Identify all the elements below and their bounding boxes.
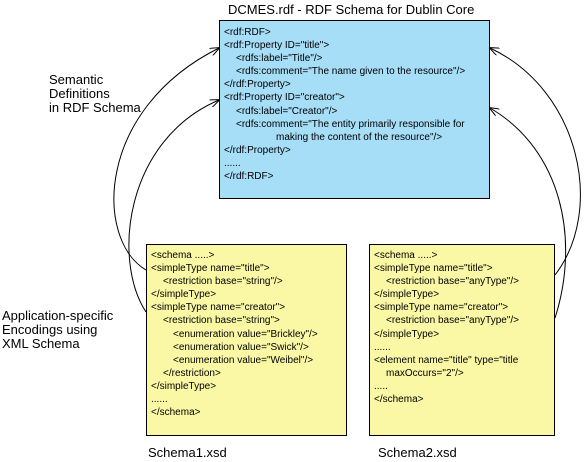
schema1-line: <enumeration value="Swick"/> xyxy=(173,341,309,353)
semantic-definitions-label-line-1: Semantic xyxy=(49,72,104,87)
schema2-line: <simpleType name="creator"> xyxy=(374,302,509,314)
schema2-filename: Schema2.xsd xyxy=(378,445,457,460)
rdf-line: ...... xyxy=(224,157,241,169)
schema2-line: </schema> xyxy=(374,394,424,406)
rdf-line: <rdfs:label="Title"/> xyxy=(236,53,323,65)
semantic-definitions-label-line-3: in RDF Schema xyxy=(49,100,141,115)
rdf-line: </rdf:RDF> xyxy=(224,171,274,183)
semantic-definitions-label-line-2: Definitions xyxy=(49,86,110,101)
schema1-line: </restriction> xyxy=(163,367,221,379)
schema2-line: ...... xyxy=(374,341,391,353)
schema2-creator-arrow xyxy=(490,108,567,319)
rdf-line: <rdfs:comment="The entity primarily resp… xyxy=(236,118,465,130)
schema1-line: ...... xyxy=(151,394,168,406)
schema2-line: <restriction base="anyType"/> xyxy=(386,276,520,288)
schema2-line: <schema .....> xyxy=(374,250,438,261)
schema1-line: <schema .....> xyxy=(151,250,215,261)
schema2-line: </simpleType> xyxy=(374,328,440,340)
schema1-line: <restriction base="string"> xyxy=(163,315,280,327)
schema1-creator-arrow xyxy=(128,100,219,313)
schema1-line: <enumeration value="Weibel"/> xyxy=(173,354,314,366)
rdf-line: </rdf:Property> xyxy=(224,79,291,91)
application-encodings-label-line-3: XML Schema xyxy=(2,336,80,351)
schema1-line: </simpleType> xyxy=(151,380,217,392)
rdf-line: making the content of the resource"/> xyxy=(276,131,443,143)
schema2-line: ..... xyxy=(374,380,388,392)
schema1-filename: Schema1.xsd xyxy=(148,445,227,460)
schema1-title-arrow xyxy=(113,48,219,271)
schema1-line: <enumeration value="Brickley"/> xyxy=(173,328,318,340)
schema1-box: <schema .....> <simpleType name="title">… xyxy=(146,244,347,436)
schema2-line: maxOccurs="2"/> xyxy=(386,367,464,379)
schema1-line: <simpleType name="title"> xyxy=(151,263,270,275)
rdf-line: </rdf:Property> xyxy=(224,144,291,156)
rdf-line: <rdf:RDF> xyxy=(224,27,271,38)
application-encodings-label-line-2: Encodings using xyxy=(2,322,98,337)
schema2-box: <schema .....> <simpleType name="title">… xyxy=(369,244,555,436)
schema2-title-arrow xyxy=(490,48,581,276)
diagram-title: DCMES.rdf - RDF Schema for Dublin Core xyxy=(228,2,475,17)
rdf-line: <rdf:Property ID="title"> xyxy=(224,40,330,52)
schema1-line: </simpleType> xyxy=(151,289,217,301)
schema2-line: <element name="title" type="title xyxy=(374,354,519,366)
schema2-line: <restriction base="anyType"/> xyxy=(386,315,520,327)
schema1-line: </schema> xyxy=(151,407,201,419)
schema2-line: <simpleType name="title"> xyxy=(374,263,493,275)
rdf-line: <rdfs:comment="The name given to the res… xyxy=(236,66,466,78)
schema1-line: <restriction base="string"/> xyxy=(163,276,283,288)
rdf-line: <rdf:Property ID="creator"> xyxy=(224,92,345,104)
application-encodings-label-line-1: Application-specific xyxy=(2,308,114,323)
schema2-line: </simpleType> xyxy=(374,289,440,301)
schema1-line: <simpleType name="creator"> xyxy=(151,302,286,314)
rdf-schema-box: <rdf:RDF> <rdf:Property ID="title"> <rdf… xyxy=(219,20,490,199)
rdf-line: <rdfs:label="Creator"/> xyxy=(236,105,338,117)
